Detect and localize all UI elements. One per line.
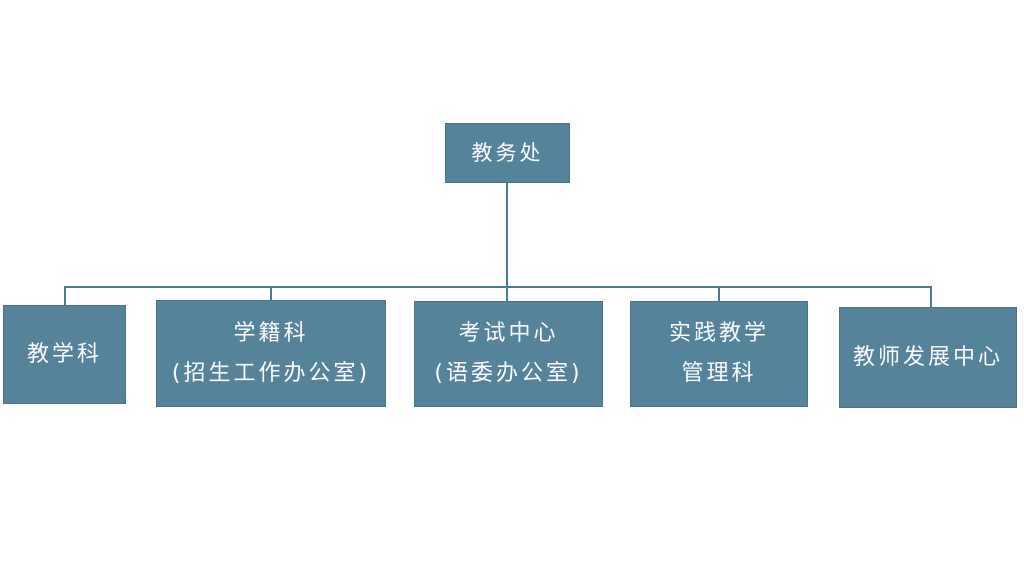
org-box-label: 学籍科 bbox=[233, 320, 309, 346]
connector-root-vertical bbox=[506, 183, 508, 287]
org-box-student-status-section: 学籍科 (招生工作办公室) bbox=[156, 300, 386, 407]
connector-stub-teaching-section bbox=[64, 286, 66, 305]
connector-stub-examination-center bbox=[506, 286, 508, 301]
org-box-label: 教务处 bbox=[471, 141, 544, 165]
org-box-examination-center: 考试中心 (语委办公室) bbox=[414, 301, 603, 407]
org-box-practical-teaching-management-section: 实践教学 管理科 bbox=[630, 301, 808, 407]
connector-stub-practical-teaching-section bbox=[718, 286, 720, 301]
org-box-academic-affairs-office: 教务处 bbox=[445, 123, 570, 183]
org-box-label: (招生工作办公室) bbox=[171, 360, 371, 386]
connector-horizontal-rail bbox=[64, 286, 932, 288]
org-box-label: 教学科 bbox=[26, 341, 102, 367]
org-box-label: (语委办公室) bbox=[434, 361, 583, 386]
org-box-label: 实践教学 bbox=[668, 321, 769, 346]
connector-stub-teacher-development-center bbox=[930, 286, 932, 307]
org-box-teaching-section: 教学科 bbox=[3, 305, 126, 404]
org-box-label: 教师发展中心 bbox=[852, 344, 1003, 370]
connector-stub-student-status-section bbox=[270, 286, 272, 300]
org-box-teacher-development-center: 教师发展中心 bbox=[839, 307, 1017, 408]
org-box-label: 考试中心 bbox=[458, 321, 559, 346]
org-box-label: 管理科 bbox=[681, 361, 757, 386]
